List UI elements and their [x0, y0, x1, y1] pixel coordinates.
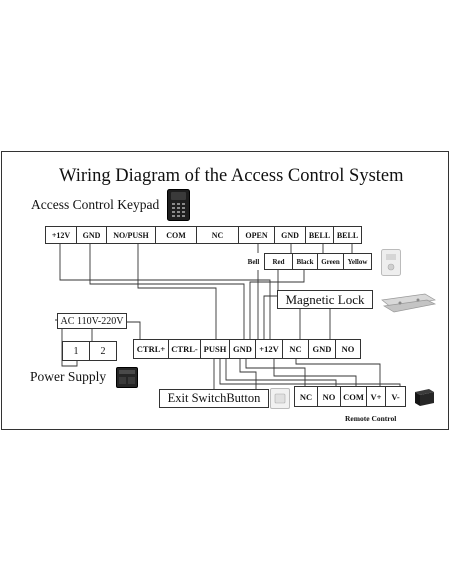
remote-receiver-icon: [415, 389, 434, 406]
controller-terminal: CTRL+: [133, 339, 169, 359]
wire-remote-2: [225, 359, 337, 386]
keypad-terminal: OPEN: [238, 226, 275, 244]
keypad-terminal: BELL: [305, 226, 334, 244]
wire-keypad-push: [137, 244, 217, 339]
remote-terminal: NC: [294, 386, 318, 407]
keypad-device-icon: [167, 189, 190, 221]
bell-wire-label: Green: [317, 253, 344, 270]
keypad-terminal: NC: [196, 226, 239, 244]
diagram-frame: [1, 151, 449, 430]
bell-wire-label: Yellow: [343, 253, 372, 270]
magnetic-lock-icon: [381, 293, 437, 313]
bell-wire-row: Bell Red Black Green Yellow: [242, 253, 372, 270]
wire-remote-4: [295, 359, 381, 386]
power-supply-icon: [116, 367, 138, 388]
bell-wire-label: Black: [292, 253, 318, 270]
controller-terminal: GND: [308, 339, 336, 359]
remote-terminal: NO: [317, 386, 341, 407]
wire-remote-5: [219, 359, 401, 386]
remote-control-label: Remote Control: [345, 414, 397, 423]
wire-remote-3: [273, 359, 357, 386]
power-supply-label: Power Supply: [30, 369, 107, 384]
exit-button-label: Exit SwitchButton: [159, 389, 269, 408]
controller-terminal: NC: [282, 339, 309, 359]
controller-terminal: CTRL-: [168, 339, 201, 359]
diagram-title: Wiring Diagram of the Access Control Sys…: [59, 166, 404, 186]
keypad-terminal: GND: [274, 226, 306, 244]
controller-terminal: +12V: [255, 339, 283, 359]
remote-terminal: V-: [385, 386, 406, 407]
keypad-label: Access Control Keypad: [31, 197, 160, 212]
power-terminal: 2: [89, 341, 117, 361]
keypad-terminal-row: +12V GND NO/PUSH COM NC OPEN GND BELL BE…: [45, 226, 362, 244]
wire-remote-1: [245, 359, 306, 386]
remote-terminal: V+: [366, 386, 386, 407]
keypad-terminal: COM: [155, 226, 197, 244]
keypad-terminal: BELL: [333, 226, 362, 244]
magnetic-lock-label: Magnetic Lock: [277, 290, 373, 309]
wire-keypad-12v: [59, 244, 271, 339]
power-terminal-row: 1 2: [62, 341, 117, 361]
controller-terminal-row: CTRL+ CTRL- PUSH GND +12V NC GND NO: [133, 339, 361, 359]
keypad-terminal: NO/PUSH: [106, 226, 156, 244]
bell-wire-label: Bell: [242, 253, 265, 270]
doorbell-device-icon: [381, 249, 401, 276]
keypad-terminal: +12V: [45, 226, 77, 244]
wire-bell-red: [263, 270, 279, 339]
bell-wire-label: Red: [264, 253, 293, 270]
wire-exit-2: [239, 359, 257, 389]
exit-button-icon: [270, 388, 290, 409]
wire-keypad-gnd: [89, 244, 245, 339]
controller-terminal: PUSH: [200, 339, 230, 359]
remote-terminal-row: NC NO COM V+ V-: [294, 386, 406, 407]
keypad-terminal: GND: [76, 226, 107, 244]
power-terminal: 1: [62, 341, 90, 361]
ac-input-label: AC 110V-220V: [57, 313, 127, 329]
controller-terminal: NO: [335, 339, 361, 359]
remote-terminal: COM: [340, 386, 367, 407]
controller-terminal: GND: [229, 339, 256, 359]
wire-bell-black: [249, 270, 305, 339]
